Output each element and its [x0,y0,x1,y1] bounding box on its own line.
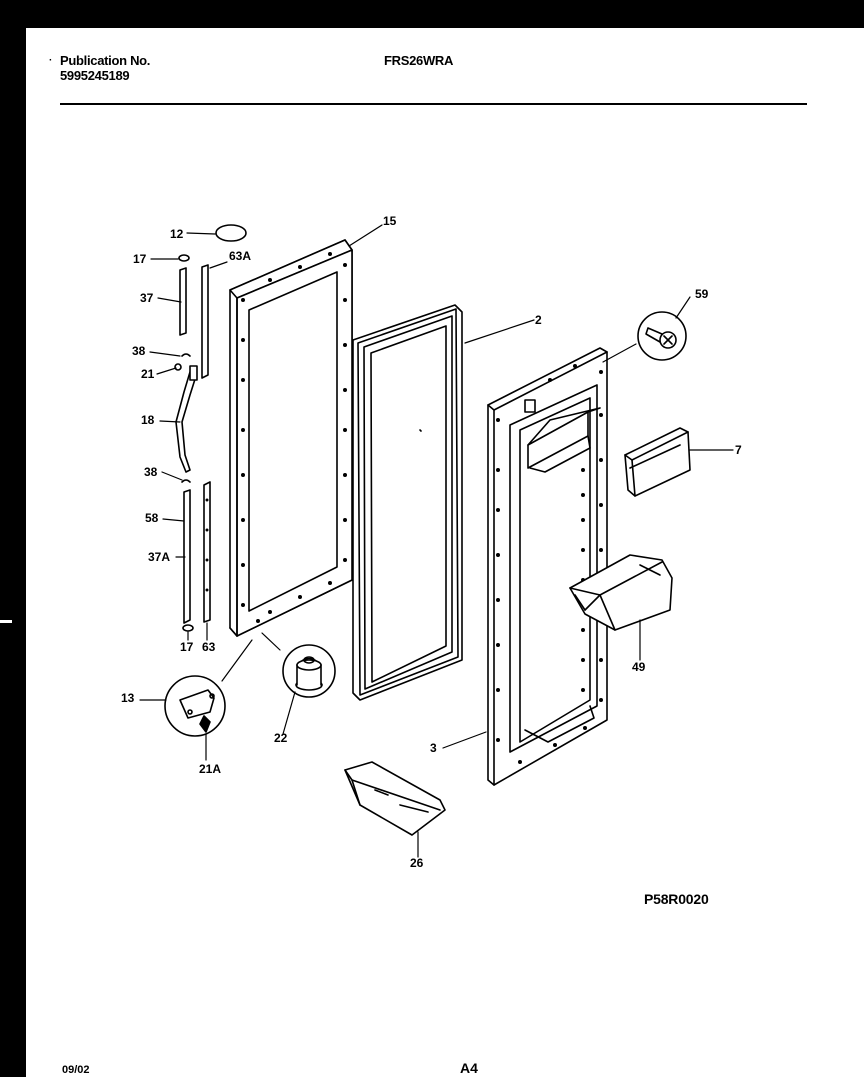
callout-7: 7 [735,443,742,457]
model-number: FRS26WRA [384,53,454,68]
callout-13: 13 [121,691,135,705]
callout-15: 15 [383,214,397,228]
scan-edge-mark [0,620,12,623]
leader-lines [139,224,734,858]
tray-part-26 [344,761,446,836]
footer-date: 09/02 [62,1064,90,1076]
callout-63A: 63A [229,249,251,263]
callout-49: 49 [632,660,646,674]
publication-label: Publication No. [60,53,151,68]
callout-3: 3 [430,741,437,755]
callout-18: 18 [141,413,155,427]
door-liner-part-3 [487,347,608,786]
gasket-part-2 [352,304,463,701]
callout-59: 59 [695,287,709,301]
callout-12: 12 [170,227,184,241]
callout-2: 2 [535,313,542,327]
header-bullet: · [49,55,53,66]
callout-21A: 21A [199,762,221,776]
callout-58: 58 [145,511,159,525]
door-bin-part-49 [569,554,673,631]
footer-page-number: A4 [460,1060,478,1076]
callout-26: 26 [410,856,424,870]
header-rule [60,103,807,105]
publication-number: 5995245189 [60,68,130,83]
handle-hardware [174,224,247,632]
screw-part-59 [637,311,687,361]
callout-21: 21 [141,367,155,381]
callout-63: 63 [202,640,216,654]
callout-37A: 37A [148,550,170,564]
callout-17-bottom: 17 [180,640,194,654]
callout-38-top: 38 [132,344,146,358]
door-frame-part-15 [229,239,353,637]
callout-37: 37 [140,291,154,305]
roller-part-22 [282,644,336,698]
dairy-door-part-7 [624,427,691,497]
drawing-code: P58R0020 [644,891,709,907]
hinge-part-13 [164,675,226,737]
callout-22: 22 [274,731,288,745]
callout-labels: 12 17 63A 15 37 38 21 18 38 58 37A 17 63… [121,214,742,870]
callout-38-bottom: 38 [144,465,158,479]
callout-17-top: 17 [133,252,147,266]
